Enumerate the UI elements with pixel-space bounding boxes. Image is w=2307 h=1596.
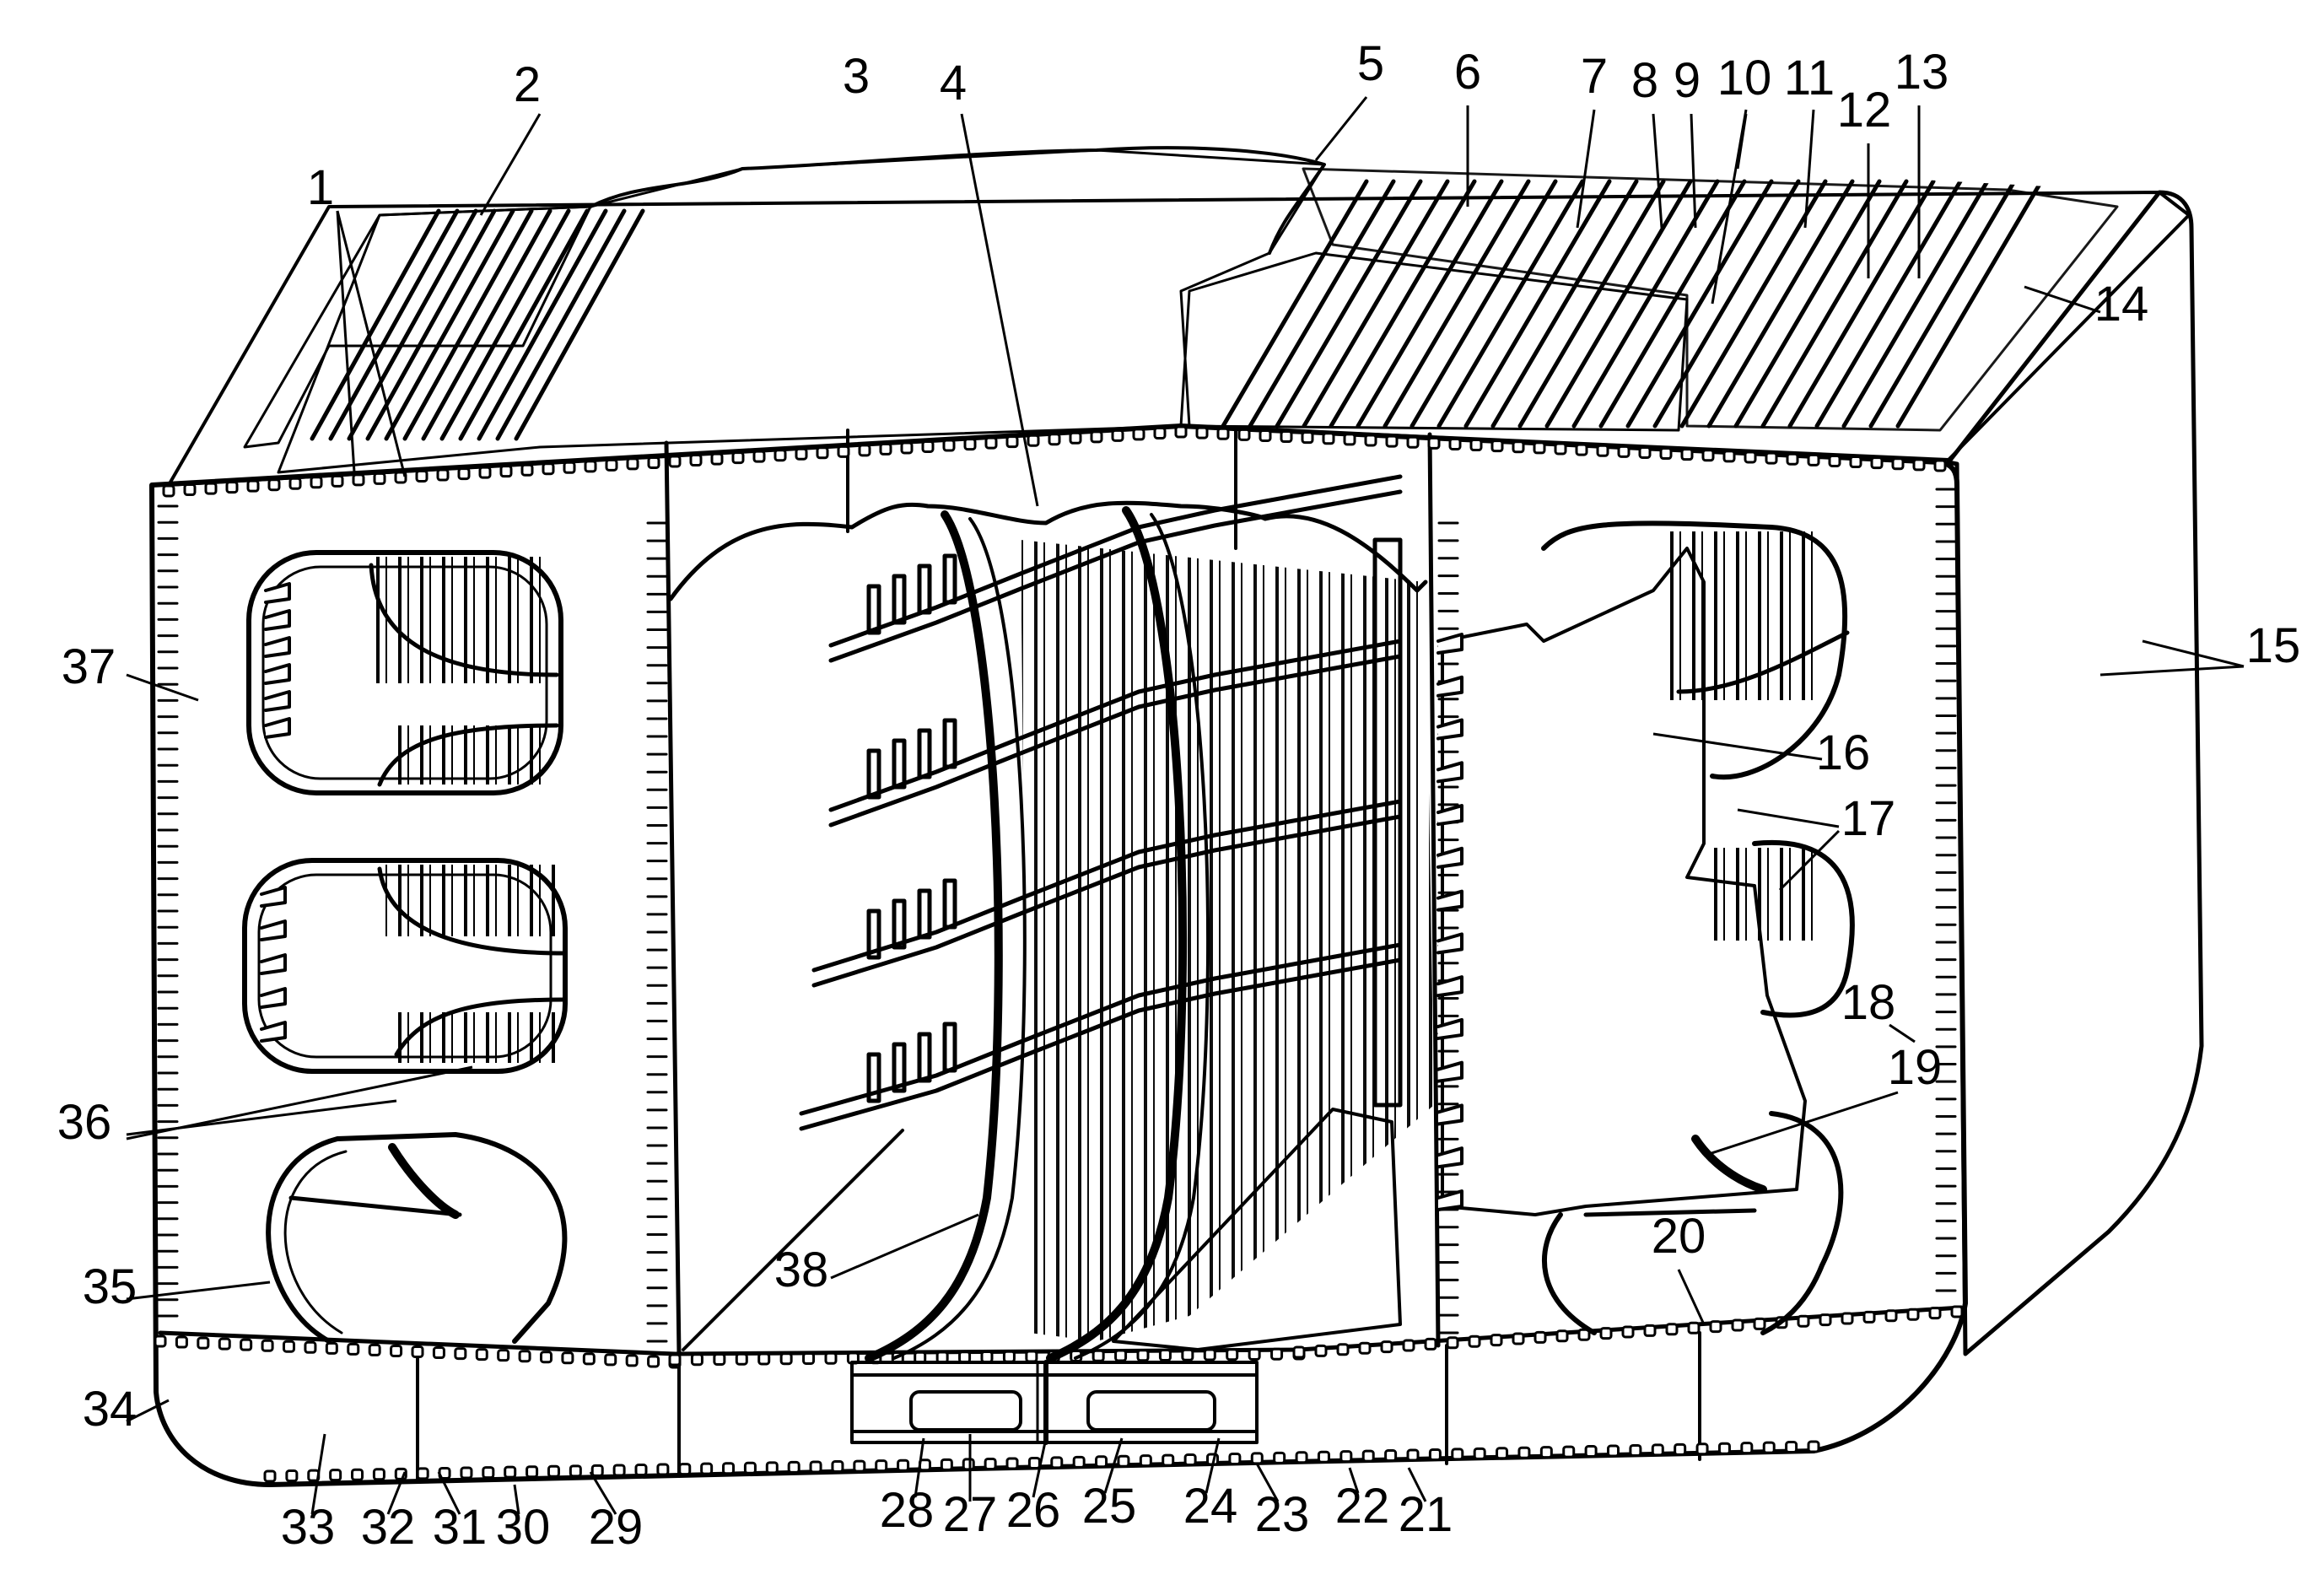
callout-label-22: 22 (1335, 1479, 1390, 1534)
callout-label-32: 32 (361, 1500, 416, 1555)
leader-line-16 (1652, 732, 1823, 761)
leader-line-30 (513, 1484, 520, 1515)
leader-line-34 (126, 1399, 170, 1423)
callout-label-37: 37 (62, 639, 116, 694)
leader-line-15 (2142, 639, 2245, 668)
leader-line-extra-0 (336, 210, 407, 477)
centre-tank-structure (668, 474, 1434, 1362)
leader-line-1 (336, 210, 356, 473)
leader-line-2 (479, 113, 542, 216)
callout-label-18: 18 (1841, 975, 1896, 1030)
leader-line-5 (1314, 96, 1368, 161)
callout-label-6: 6 (1454, 45, 1481, 100)
callout-label-24: 24 (1183, 1479, 1238, 1534)
leader-line-28 (914, 1437, 925, 1498)
callout-label-38: 38 (774, 1243, 829, 1297)
leader-line-9 (1690, 113, 1697, 229)
callout-label-8: 8 (1631, 53, 1658, 108)
leader-line-22 (1348, 1467, 1360, 1494)
leader-line-37 (126, 673, 199, 702)
callout-label-23: 23 (1255, 1487, 1310, 1542)
left-web-frame-openings (242, 550, 568, 1344)
callout-label-2: 2 (514, 57, 541, 112)
callout-label-31: 31 (433, 1500, 488, 1555)
leader-line-4 (960, 113, 1039, 507)
callout-label-12: 12 (1837, 83, 1892, 137)
callout-label-13: 13 (1895, 45, 1949, 100)
leader-line-31 (437, 1471, 461, 1515)
leader-line-17 (1737, 808, 1840, 828)
callout-label-26: 26 (1006, 1483, 1061, 1538)
leader-line-32 (386, 1471, 407, 1515)
leader-line-35 (126, 1281, 271, 1301)
callout-label-3: 3 (843, 49, 870, 104)
leader-line-extra-3 (1778, 829, 1841, 892)
callout-label-7: 7 (1581, 49, 1608, 104)
callout-label-28: 28 (880, 1483, 935, 1538)
callout-label-15: 15 (2246, 618, 2301, 673)
leader-line-8 (1652, 113, 1663, 229)
callout-label-16: 16 (1816, 725, 1871, 780)
leader-line-extra-2 (2099, 665, 2245, 677)
callout-label-20: 20 (1652, 1209, 1706, 1264)
double-bottom (850, 1360, 1259, 1445)
leader-line-11 (1803, 109, 1815, 229)
callout-label-25: 25 (1082, 1479, 1137, 1534)
right-wing-tank (1436, 520, 1855, 1335)
leader-line-14 (2024, 285, 2101, 314)
callout-label-10: 10 (1717, 51, 1772, 105)
leader-line-25 (1103, 1437, 1124, 1494)
leader-line-extra-1 (126, 1099, 397, 1136)
leader-line-19 (1703, 1091, 1899, 1157)
callout-label-33: 33 (281, 1500, 336, 1555)
upper-deck (167, 146, 2191, 487)
callout-label-21: 21 (1399, 1487, 1453, 1542)
leader-line-extra-4 (1736, 113, 1748, 170)
callout-label-36: 36 (57, 1095, 112, 1150)
callout-label-11: 11 (1784, 51, 1835, 105)
callout-label-29: 29 (589, 1500, 644, 1555)
leader-line-33 (310, 1433, 326, 1515)
callout-label-27: 27 (943, 1487, 998, 1542)
callout-label-35: 35 (83, 1259, 137, 1314)
callout-label-19: 19 (1888, 1040, 1943, 1095)
leader-line-20 (1677, 1269, 1706, 1325)
callout-leader-lines (126, 96, 2245, 1515)
callout-label-30: 30 (496, 1500, 551, 1555)
leader-line-18 (1889, 1023, 1916, 1043)
callout-label-4: 4 (940, 56, 967, 111)
leader-line-21 (1407, 1467, 1427, 1502)
leader-line-38 (830, 1213, 979, 1280)
leader-line-10 (1711, 109, 1748, 305)
leader-line-24 (1205, 1437, 1221, 1494)
leader-line-23 (1255, 1463, 1280, 1502)
callout-label-14: 14 (2094, 277, 2149, 332)
leader-line-29 (589, 1471, 617, 1515)
leader-line-26 (1032, 1437, 1048, 1498)
callout-label-1: 1 (307, 160, 334, 215)
side-shell (1946, 190, 2204, 1356)
leader-line-7 (1576, 109, 1596, 229)
callout-label-34: 34 (83, 1382, 137, 1437)
callout-label-5: 5 (1357, 36, 1384, 91)
callout-label-17: 17 (1841, 791, 1896, 846)
callout-label-9: 9 (1674, 53, 1701, 108)
